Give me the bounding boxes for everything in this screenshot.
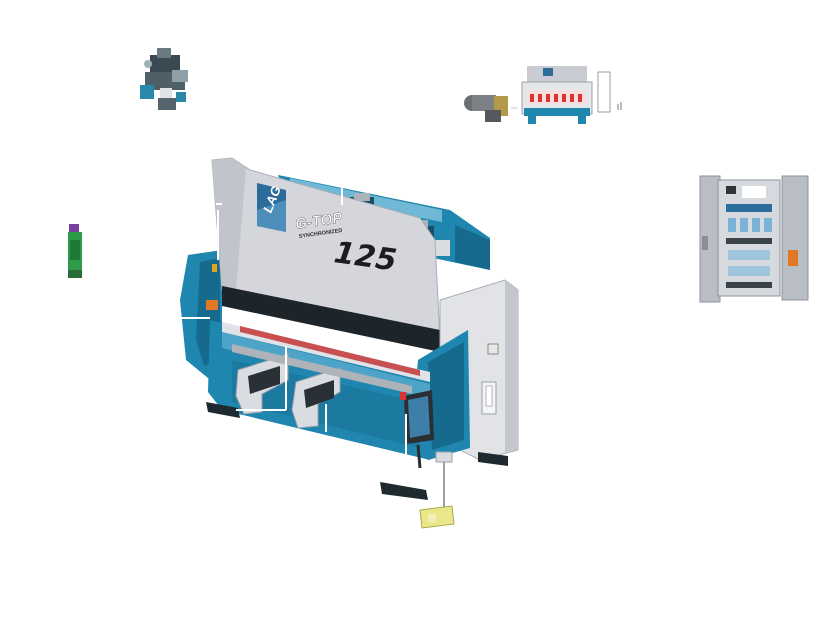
model-name: G-TOP	[294, 209, 344, 233]
linear-encoder-icon[interactable]	[68, 224, 82, 278]
indicator-light	[212, 264, 217, 272]
servo-motor-icon[interactable]	[464, 95, 508, 122]
press-brake-machine: LAG G-TOP SYNCHRONIZED 125	[180, 157, 519, 500]
brand-logo: LAG	[257, 183, 286, 232]
electrical-cabinet-icon[interactable]	[699, 175, 809, 303]
cnc-control-panel[interactable]	[400, 390, 434, 469]
tonnage-label: 125	[332, 235, 399, 278]
hydraulic-valve-block-icon[interactable]	[140, 48, 188, 110]
press-brake-thumbnail-icon[interactable]	[521, 66, 622, 124]
callout-lines	[180, 182, 407, 462]
foot-pedal-icon[interactable]	[419, 451, 455, 529]
safety-sensor	[206, 300, 218, 310]
